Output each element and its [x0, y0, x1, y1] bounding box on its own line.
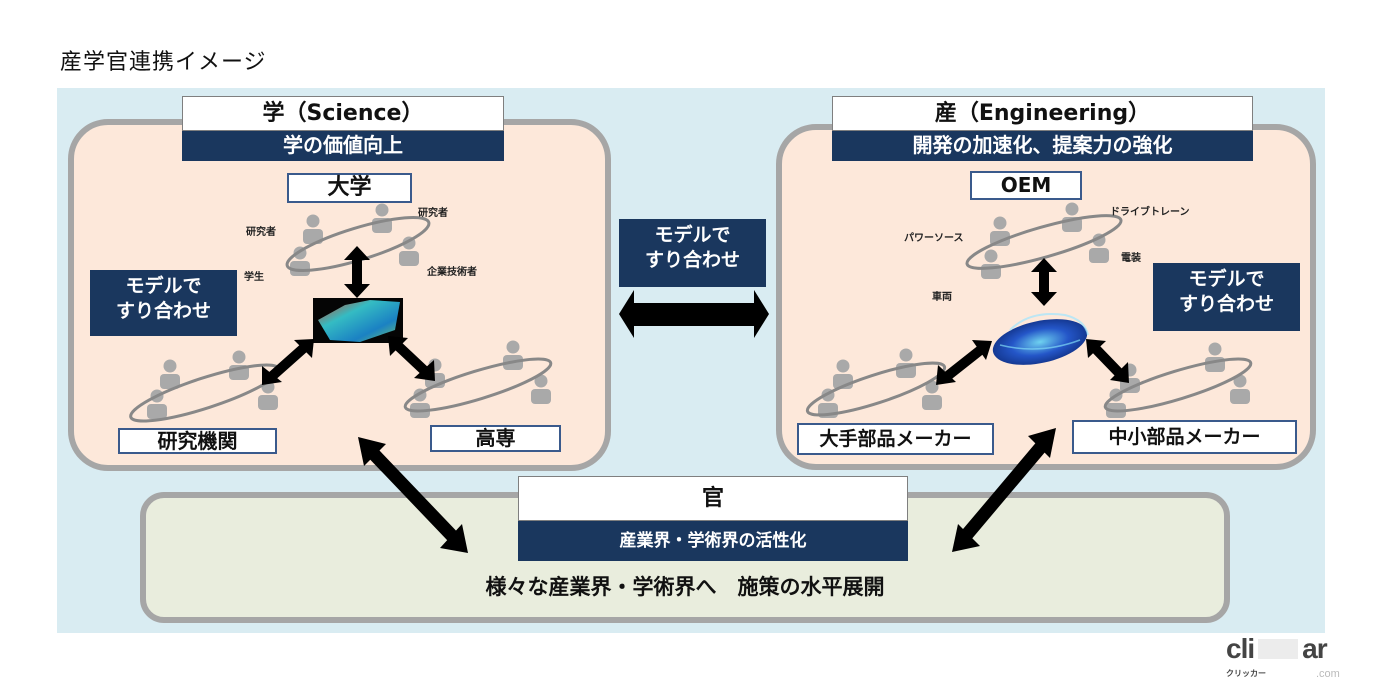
logo-sub-row: クリッカー .com: [1226, 668, 1340, 682]
model-note-line: すり合わせ: [644, 249, 740, 271]
technical-college-group: [403, 340, 553, 418]
person-icon: [229, 350, 249, 380]
logo-text-left: cli: [1226, 633, 1255, 664]
government-title: 官: [518, 476, 908, 521]
logo-subtitle: クリッカー: [1226, 669, 1266, 678]
person-icon: [1205, 342, 1225, 372]
university-label: 大学: [287, 173, 412, 203]
double-arrow-icon: [1086, 339, 1129, 383]
member-label: 研究者: [246, 227, 276, 238]
double-arrow-icon: [936, 340, 992, 385]
government-subtitle: 産業界・学術界の活性化: [518, 521, 908, 561]
model-note-line: すり合わせ: [115, 300, 211, 322]
person-icon: [896, 348, 916, 378]
member-label: 研究者: [418, 208, 448, 219]
collaboration-ring: [403, 357, 553, 413]
member-label: 企業技術者: [427, 267, 477, 278]
double-arrow-icon: [1031, 258, 1057, 306]
model-note-line: モデルで: [125, 275, 202, 297]
logo-text-right: ar: [1302, 633, 1327, 664]
model-note-line: モデルで: [654, 224, 731, 246]
science-title: 学（Science）: [182, 96, 504, 131]
double-arrow-icon: [952, 428, 1056, 552]
center-model-note: モデルで すり合わせ: [619, 219, 766, 287]
simulation-image-detail: [318, 300, 400, 342]
research-institute-label: 研究機関: [118, 428, 277, 454]
major-supplier-group: [805, 348, 947, 418]
member-label: 電装: [1121, 253, 1141, 264]
oem-hub-group: [965, 202, 1123, 279]
logo-watermark-block: [1258, 639, 1299, 659]
page-title: 産学官連携イメージ: [60, 50, 267, 75]
double-arrow-icon: [262, 339, 314, 385]
science-model-note: モデルで すり合わせ: [90, 270, 237, 336]
major-supplier-label: 大手部品メーカー: [797, 423, 994, 455]
person-icon: [372, 203, 392, 233]
collaboration-ring: [129, 363, 281, 423]
smb-supplier-label: 中小部品メーカー: [1072, 420, 1297, 454]
person-icon: [503, 340, 523, 370]
government-description: 様々な産業界・学術界へ 施策の水平展開: [485, 575, 885, 599]
person-icon: [981, 249, 1001, 279]
logo-wordmark-row: cli ar: [1226, 633, 1328, 666]
double-arrow-icon: [619, 290, 769, 338]
car-image: [992, 313, 1089, 365]
research-institute-group: [129, 350, 281, 423]
member-label: パワーソース: [904, 233, 964, 244]
collaboration-ring: [805, 361, 947, 417]
logo-dotcom: .com: [1316, 668, 1340, 680]
collaboration-ring: [965, 214, 1123, 270]
model-note-line: すり合わせ: [1178, 293, 1274, 315]
member-label: ドライブトレーン: [1110, 207, 1190, 218]
person-icon: [160, 359, 180, 389]
clicccar-logo: cli ar クリッカー .com: [1226, 634, 1388, 683]
double-arrow-icon: [388, 336, 435, 381]
member-label: 学生: [244, 272, 264, 283]
technical-college-label: 高専: [430, 425, 561, 452]
engineering-title: 産（Engineering）: [832, 96, 1253, 131]
oem-label: OEM: [970, 171, 1082, 200]
collaboration-ring: [1103, 357, 1253, 413]
member-label: 車両: [932, 292, 952, 303]
science-subtitle: 学の価値向上: [182, 131, 504, 161]
model-note-line: モデルで: [1188, 268, 1265, 290]
double-arrow-icon: [358, 437, 468, 553]
double-arrow-icon: [344, 246, 370, 298]
engineering-model-note: モデルで すり合わせ: [1153, 263, 1300, 331]
smb-supplier-group: [1103, 342, 1253, 418]
engineering-subtitle: 開発の加速化、提案力の強化: [832, 131, 1253, 161]
